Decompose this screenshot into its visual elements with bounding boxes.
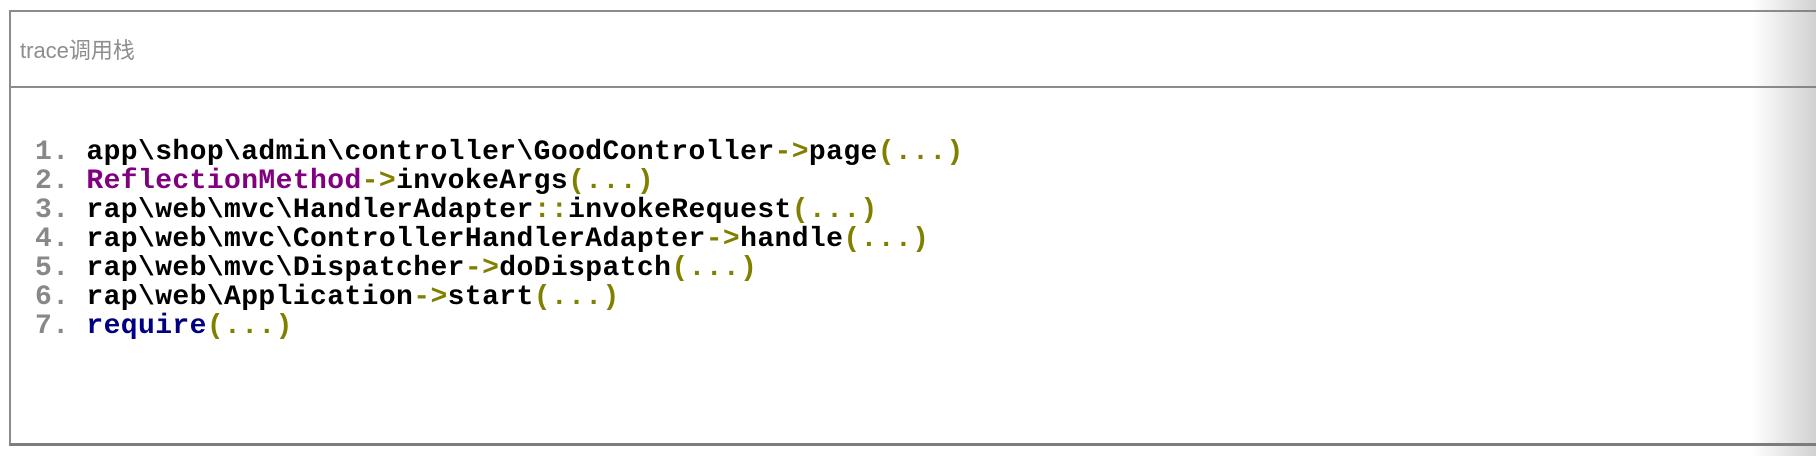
stack-frame: 1. app\shop\admin\controller\GoodControll… [35, 138, 1816, 167]
stack-frame: 2. ReflectionMethod->invokeArgs(...) [35, 167, 1816, 196]
code-segment: handle [740, 224, 844, 255]
code-segment: page [808, 137, 878, 168]
frame-code: ReflectionMethod->invokeArgs(...) [86, 166, 654, 197]
code-segment: ReflectionMethod [86, 166, 362, 197]
code-segment: app\shop\admin\controller\GoodController [86, 137, 775, 168]
code-segment: (...) [568, 166, 655, 197]
stack-frame: 6. rap\web\Application->start(...) [35, 283, 1816, 312]
stack-frame: 4. rap\web\mvc\ControllerHandlerAdapter->… [35, 225, 1816, 254]
code-segment: rap\web\mvc\HandlerAdapter [86, 195, 534, 226]
code-segment: rap\web\Application [86, 282, 414, 313]
code-segment: start [447, 282, 534, 313]
code-segment: :: [533, 195, 569, 226]
frame-code: rap\web\mvc\ControllerHandlerAdapter->ha… [86, 224, 929, 255]
trace-panel-title: trace调用栈 [20, 38, 135, 63]
code-segment: (...) [791, 195, 878, 226]
code-segment: (...) [843, 224, 930, 255]
frame-number: 2. [35, 166, 70, 197]
frame-number: 7. [35, 311, 70, 342]
frame-code: app\shop\admin\controller\GoodController… [86, 137, 963, 168]
code-segment: -> [705, 224, 741, 255]
code-segment: require [86, 311, 207, 342]
code-segment: doDispatch [499, 253, 672, 284]
trace-panel: trace调用栈 1. app\shop\admin\controller\Goo… [9, 10, 1816, 446]
frame-number: 3. [35, 195, 70, 226]
stack-frame: 5. rap\web\mvc\Dispatcher->doDispatch(...… [35, 254, 1816, 283]
code-segment: invokeArgs [396, 166, 569, 197]
frame-code: rap\web\mvc\HandlerAdapter::invokeReques… [86, 195, 877, 226]
code-segment: -> [361, 166, 397, 197]
code-segment: (...) [877, 137, 964, 168]
stack-frame: 7. require(...) [35, 312, 1816, 341]
frame-code: require(...) [86, 311, 292, 342]
frame-number: 5. [35, 253, 70, 284]
code-segment: -> [413, 282, 448, 313]
frame-number: 4. [35, 224, 70, 255]
stack-frame: 3. rap\web\mvc\HandlerAdapter::invokeRequ… [35, 196, 1816, 225]
code-segment: (...) [533, 282, 620, 313]
code-segment: (...) [671, 253, 758, 284]
stack-trace-list: 1. app\shop\admin\controller\GoodControll… [35, 138, 1816, 341]
code-segment: invokeRequest [568, 195, 792, 226]
frame-code: rap\web\mvc\Dispatcher->doDispatch(...) [86, 253, 757, 284]
frame-number: 1. [35, 137, 70, 168]
code-segment: -> [464, 253, 500, 284]
code-segment: -> [774, 137, 809, 168]
code-segment: rap\web\mvc\Dispatcher [86, 253, 465, 284]
frame-code: rap\web\Application->start(...) [86, 282, 619, 313]
code-segment: rap\web\mvc\ControllerHandlerAdapter [86, 224, 706, 255]
trace-panel-header: trace调用栈 [11, 12, 1816, 88]
code-segment: (...) [206, 311, 293, 342]
frame-number: 6. [35, 282, 70, 313]
trace-panel-body: 1. app\shop\admin\controller\GoodControll… [11, 88, 1816, 341]
